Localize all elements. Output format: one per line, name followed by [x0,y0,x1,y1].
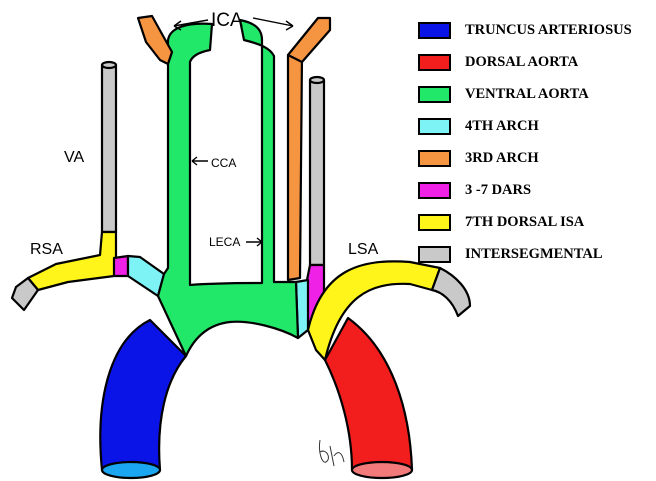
lsa-label: LSA [348,241,379,258]
legend-label: 3 -7 DARS [465,182,531,199]
legend-swatch [418,54,451,71]
legend-item: INTERSEGMENTAL [418,238,654,270]
legend-item: TRUNCUS ARTERIOSUS [418,14,654,46]
right-va-vessel [310,80,324,265]
legend-label: INTERSEGMENTAL [465,246,603,263]
ica-label: ICA [211,10,243,31]
legend-swatch [418,118,451,135]
left-arch3-vessel [288,55,302,280]
right-dars [114,256,128,276]
legend-item: DORSAL AORTA [418,46,654,78]
va-label: VA [64,149,84,166]
legend-label: 3RD ARCH [465,150,539,167]
legend-swatch [418,214,451,231]
signature [319,440,344,466]
legend-swatch [418,246,451,263]
legend-item: 3 -7 DARS [418,174,654,206]
legend-swatch [418,22,451,39]
left-isa-grey [432,268,470,316]
cca-arrow [192,157,208,165]
right-va-end [310,77,324,83]
legend-item: 3RD ARCH [418,142,654,174]
ventral-aorta [158,20,298,356]
cca-label: CCA [211,156,236,170]
legend-label: 4TH ARCH [465,118,539,135]
truncus-arteriosus [100,320,186,470]
dorsal-aorta [325,318,412,470]
legend-item: 4TH ARCH [418,110,654,142]
legend-item: VENTRAL AORTA [418,78,654,110]
left-va-vessel [102,65,116,232]
legend-label: TRUNCUS ARTERIOSUS [465,22,632,39]
dorsal-end [352,462,412,478]
right-ica-tip [288,18,330,62]
truncus-end [102,462,160,478]
legend-label: 7TH DORSAL ISA [465,214,584,231]
legend-item: 7TH DORSAL ISA [418,206,654,238]
legend-label: VENTRAL AORTA [465,86,589,103]
legend-swatch [418,150,451,167]
legend-swatch [418,182,451,199]
legend: TRUNCUS ARTERIOSUS DORSAL AORTA VENTRAL AO… [418,14,654,270]
rsa-label: RSA [30,241,63,258]
left-va-end [102,62,116,68]
leca-label: LECA [209,235,240,249]
legend-label: DORSAL AORTA [465,54,578,71]
legend-swatch [418,86,451,103]
leca-arrow [246,238,262,246]
